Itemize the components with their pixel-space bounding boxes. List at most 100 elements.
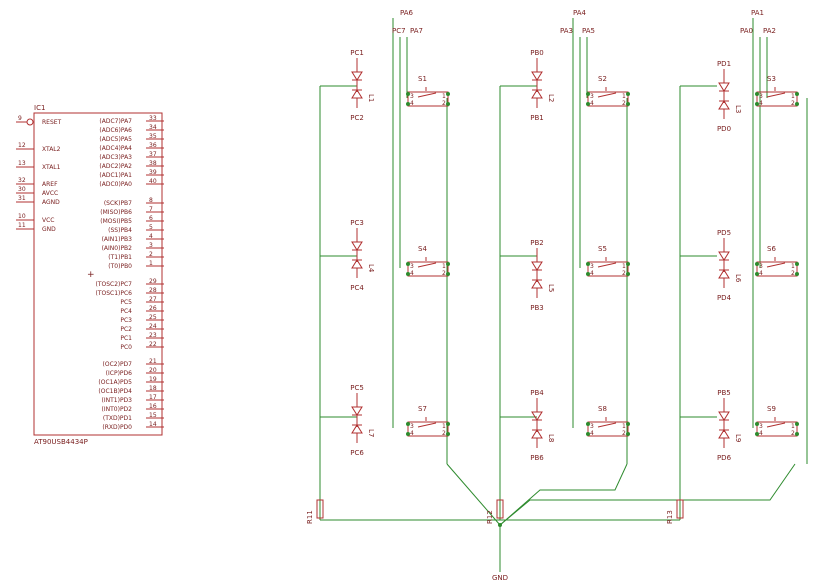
led-ref: L9 (734, 434, 742, 442)
led-net-top: PB4 (530, 389, 544, 397)
net-label: PA3 (560, 27, 573, 35)
junction-dot (446, 422, 450, 426)
led-ref: L6 (734, 274, 742, 283)
junction-dot (586, 432, 590, 436)
pin-number: 31 (18, 195, 26, 202)
led-net-bottom: PC4 (350, 284, 364, 292)
led-ref: L2 (547, 94, 555, 102)
pin-name: PC1 (120, 335, 132, 342)
junction-dot (586, 422, 590, 426)
junction-dot (626, 262, 630, 266)
junction-dot (586, 102, 590, 106)
led-net-top: PC3 (350, 219, 364, 227)
switch-ref: S6 (767, 245, 776, 253)
gnd-label: GND (492, 574, 508, 582)
pin-name: RESET (42, 119, 62, 126)
pin-number: 29 (149, 278, 157, 285)
ic-pin: 38(ADC2)PA2 (99, 160, 164, 170)
pin-number: 27 (149, 296, 157, 303)
pin-name: (MOSI)PB5 (100, 218, 132, 225)
led-net-bottom: PB1 (530, 114, 543, 122)
ic-pin: 15 (TXD)PD1 (103, 412, 164, 422)
switch-pin: 3 (410, 93, 414, 100)
net-label: PA4 (573, 9, 587, 17)
led-net-bottom: PD4 (717, 294, 732, 302)
pin-number: 25 (149, 314, 157, 321)
switch-pin: 1 (791, 93, 795, 100)
pin-name: GND (42, 226, 56, 233)
switch-pin: 4 (410, 100, 414, 107)
pin-number: 28 (149, 287, 157, 294)
pin-name: PC2 (120, 326, 132, 333)
pin-name: (ADC5)PA5 (99, 136, 132, 143)
switch-pin: 3 (590, 423, 594, 430)
led-net-top: PC5 (350, 384, 364, 392)
switch-ref: S1 (418, 75, 427, 83)
junction-dot (446, 272, 450, 276)
pin-number: 19 (149, 376, 157, 383)
junction-dot (406, 92, 410, 96)
net-label: PA6 (400, 9, 414, 17)
ic-pin: 33(ADC7)PA7 (99, 115, 164, 125)
pin-number: 16 (149, 403, 157, 410)
pin-number: 37 (149, 151, 157, 158)
junction-dot (795, 272, 799, 276)
pin-number: 20 (149, 367, 157, 374)
junction-dot (795, 262, 799, 266)
net-label: PC7 (392, 27, 406, 35)
switch-pin: 2 (791, 430, 795, 437)
led-net-top: PD5 (717, 229, 731, 237)
pin-number: 40 (149, 178, 157, 185)
switch-pin: 4 (759, 430, 763, 437)
pin-name: (ADC6)PA6 (99, 127, 132, 134)
ic-pin: 34(ADC6)PA6 (99, 124, 164, 134)
switch-pin: 4 (590, 270, 594, 277)
switch-pin: 2 (442, 430, 446, 437)
junction-dot (755, 422, 759, 426)
junction-dot (498, 523, 502, 527)
pin-name: (RXD)PD0 (102, 424, 132, 431)
pin-name: PC4 (120, 308, 132, 315)
led-ref: L4 (367, 264, 375, 273)
led-net-bottom: PC6 (350, 449, 364, 457)
led-net-bottom: PC2 (350, 114, 364, 122)
led-net-top: PB0 (530, 49, 543, 57)
led-ref: L1 (367, 94, 375, 102)
led-ref: L7 (367, 429, 375, 437)
ic-pin: 17(INT1)PD3 (102, 394, 164, 404)
pin-number: 5 (149, 224, 153, 231)
net-label: PA2 (763, 27, 776, 35)
pin-name: (TXD)PD1 (103, 415, 132, 422)
switch-pin: 3 (410, 263, 414, 270)
pin-number: 15 (149, 412, 157, 419)
pin-number: 33 (149, 115, 157, 122)
pin-name: PC3 (120, 317, 132, 324)
switch-pin: 4 (410, 430, 414, 437)
led-net-top: PB5 (717, 389, 730, 397)
pin-number: 17 (149, 394, 157, 401)
junction-dot (406, 102, 410, 106)
pin-number: 1 (149, 260, 153, 267)
pin-name: (T1)PB1 (108, 254, 132, 261)
junction-dot (586, 262, 590, 266)
junction-dot (795, 422, 799, 426)
pin-name: PC0 (120, 344, 132, 351)
switch-pin: 1 (442, 423, 446, 430)
resistor: R11 (306, 499, 324, 524)
led-net-bottom: PB3 (530, 304, 543, 312)
ic-pin: 1(T0)PB0 (108, 260, 164, 270)
switch-pin: 1 (622, 263, 626, 270)
ic-pin: 3(AIN0)PB2 (102, 242, 164, 252)
ic-pin: 35(ADC5)PA5 (99, 133, 164, 143)
pin-number: 26 (149, 305, 157, 312)
pin-name: VCC (42, 217, 54, 224)
resistor: R13 (666, 499, 684, 524)
